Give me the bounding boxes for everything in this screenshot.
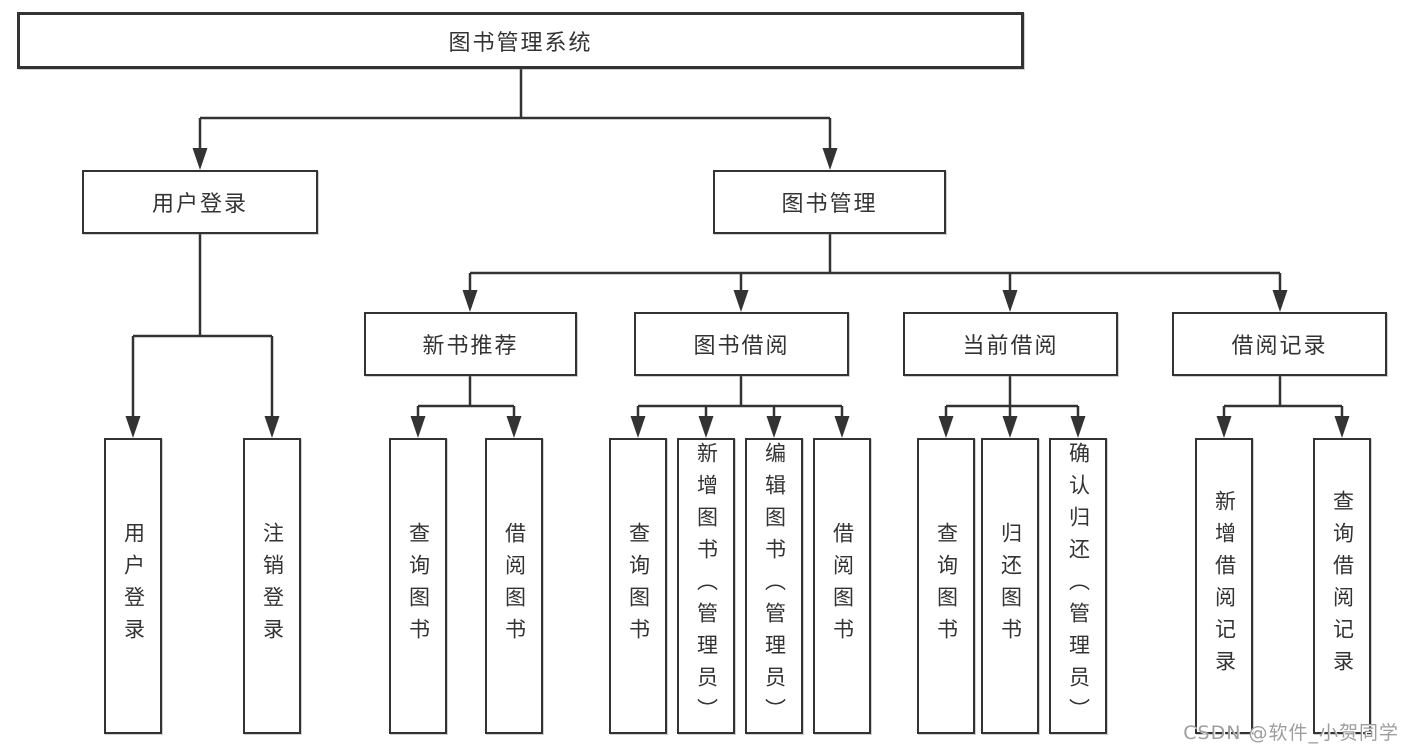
arrowhead-icon bbox=[506, 416, 522, 438]
leaf-confirm-return-admin-label: 确认归还（管理员） bbox=[1066, 442, 1091, 730]
arrowhead-icon bbox=[834, 416, 850, 438]
arrowhead-icon bbox=[1272, 290, 1288, 312]
arrowhead-icon bbox=[938, 416, 954, 438]
watermark: CSDN @软件_小贺同学 bbox=[1183, 722, 1399, 744]
leaf-borrow-books: 借阅图书 bbox=[813, 438, 871, 734]
leaf-logout-label: 注销登录 bbox=[260, 522, 285, 650]
node-borrowing-records-label: 借阅记录 bbox=[1231, 334, 1328, 359]
arrowhead-icons bbox=[125, 148, 1350, 438]
connector-paths bbox=[131, 69, 1344, 420]
node-book-management: 图书管理 bbox=[713, 170, 946, 234]
arrowhead-icon bbox=[1070, 416, 1086, 438]
arrowhead-icon bbox=[192, 148, 208, 170]
arrowhead-icon bbox=[822, 148, 838, 170]
node-new-book-recommend: 新书推荐 bbox=[364, 312, 577, 376]
arrowhead-icon bbox=[410, 416, 426, 438]
leaf-add-borrow-record: 新增借阅记录 bbox=[1195, 438, 1253, 734]
arrowhead-icon bbox=[698, 416, 714, 438]
node-new-book-recommend-label: 新书推荐 bbox=[422, 334, 519, 359]
leaf-return-book-label: 归还图书 bbox=[998, 522, 1023, 650]
leaf-edit-book-admin: 编辑图书（管理员） bbox=[745, 438, 803, 734]
arrowhead-icon bbox=[1002, 290, 1018, 312]
node-current-borrowing: 当前借阅 bbox=[903, 312, 1118, 376]
leaf-add-book-admin: 新增图书（管理员） bbox=[677, 438, 735, 734]
arrowhead-icon bbox=[1216, 416, 1232, 438]
node-user-login-label: 用户登录 bbox=[151, 192, 248, 217]
arrowhead-icon bbox=[733, 290, 749, 312]
leaf-add-book-admin-label: 新增图书（管理员） bbox=[694, 442, 719, 730]
node-borrowing-records: 借阅记录 bbox=[1172, 312, 1387, 376]
leaf-query-books-borrow-label: 查询图书 bbox=[626, 522, 651, 650]
leaf-user-login-label: 用户登录 bbox=[121, 522, 146, 650]
node-book-borrowing: 图书借阅 bbox=[634, 312, 849, 376]
node-book-management-label: 图书管理 bbox=[781, 192, 878, 217]
leaf-confirm-return-admin: 确认归还（管理员） bbox=[1049, 438, 1107, 734]
leaf-borrow-books-recommend-label: 借阅图书 bbox=[502, 522, 527, 650]
leaf-borrow-books-label: 借阅图书 bbox=[830, 522, 855, 650]
leaf-query-books-current-label: 查询图书 bbox=[934, 522, 959, 650]
node-user-login: 用户登录 bbox=[82, 170, 318, 234]
node-book-borrowing-label: 图书借阅 bbox=[693, 334, 790, 359]
leaf-query-books-current: 查询图书 bbox=[917, 438, 975, 734]
leaf-query-books-recommend-label: 查询图书 bbox=[406, 522, 431, 650]
leaf-user-login: 用户登录 bbox=[104, 438, 162, 734]
arrowhead-icon bbox=[630, 416, 646, 438]
leaf-return-book: 归还图书 bbox=[981, 438, 1039, 734]
leaf-query-books-recommend: 查询图书 bbox=[389, 438, 447, 734]
arrowhead-icon bbox=[1002, 416, 1018, 438]
leaf-add-borrow-record-label: 新增借阅记录 bbox=[1212, 490, 1237, 682]
leaf-query-books-borrow: 查询图书 bbox=[609, 438, 667, 734]
arrowhead-icon bbox=[462, 290, 478, 312]
leaf-edit-book-admin-label: 编辑图书（管理员） bbox=[762, 442, 787, 730]
arrowhead-icon bbox=[125, 416, 141, 438]
node-current-borrowing-label: 当前借阅 bbox=[962, 334, 1059, 359]
arrowhead-icon bbox=[1334, 416, 1350, 438]
leaf-query-borrow-record: 查询借阅记录 bbox=[1313, 438, 1371, 734]
leaf-logout: 注销登录 bbox=[243, 438, 301, 734]
leaf-query-borrow-record-label: 查询借阅记录 bbox=[1330, 490, 1355, 682]
node-library-management-system: 图书管理系统 bbox=[17, 12, 1024, 69]
node-library-management-system-label: 图书管理系统 bbox=[448, 30, 593, 56]
leaf-borrow-books-recommend: 借阅图书 bbox=[485, 438, 543, 734]
arrowhead-icon bbox=[264, 416, 280, 438]
arrowhead-icon bbox=[766, 416, 782, 438]
